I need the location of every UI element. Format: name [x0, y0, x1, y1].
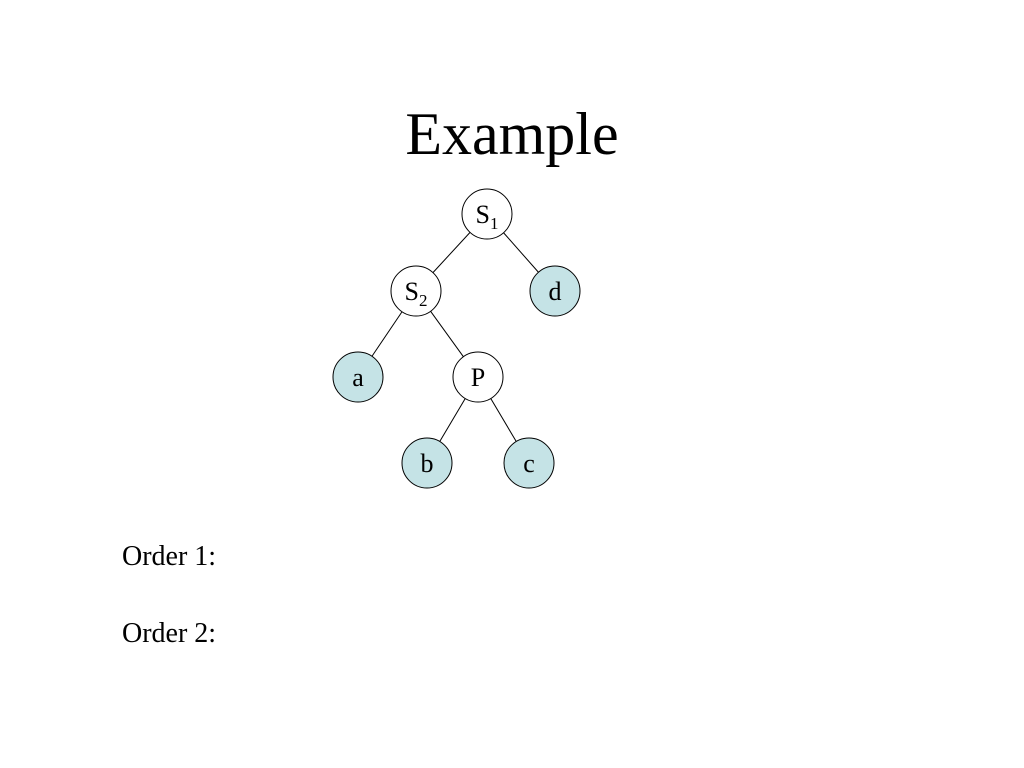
- slide-title: Example: [405, 101, 619, 167]
- edge-s2-p: [430, 310, 464, 358]
- edge-p-c: [490, 398, 517, 442]
- node-s2-subscript: 2: [419, 291, 428, 310]
- node-b-main: b: [421, 449, 434, 478]
- node-s1-subscript: 1: [490, 214, 499, 233]
- node-d-circle: [529, 265, 581, 317]
- tree-edges: [371, 232, 539, 442]
- edge-s1-d: [503, 232, 539, 273]
- node-a-main: a: [352, 363, 364, 392]
- node-s1-main: S: [476, 200, 490, 229]
- node-a: a: [332, 351, 384, 403]
- node-s2-label: S2: [405, 277, 428, 310]
- edge-p-b: [439, 398, 466, 442]
- order-1-label: Order 1:: [122, 541, 217, 572]
- node-c: c: [503, 437, 555, 489]
- node-p-circle: [452, 351, 504, 403]
- node-d-label: d: [549, 277, 562, 306]
- node-c-main: c: [523, 449, 535, 478]
- node-s1-circle: [461, 188, 513, 240]
- node-a-label: a: [352, 363, 364, 392]
- node-s1: S1: [461, 188, 513, 240]
- node-p-main: P: [471, 363, 485, 392]
- node-p: P: [452, 351, 504, 403]
- node-s1-label: S1: [476, 200, 499, 233]
- node-b: b: [401, 437, 453, 489]
- node-b-circle: [401, 437, 453, 489]
- node-p-label: P: [471, 363, 485, 392]
- node-s2-circle: [390, 265, 442, 317]
- edge-s1-s2: [432, 232, 471, 273]
- node-s2-main: S: [405, 277, 419, 306]
- node-a-circle: [332, 351, 384, 403]
- order-2-label: Order 2:: [122, 618, 217, 649]
- node-b-label: b: [421, 449, 434, 478]
- node-c-circle: [503, 437, 555, 489]
- edge-s2-a: [371, 311, 403, 357]
- node-s2: S2: [390, 265, 442, 317]
- node-c-label: c: [523, 449, 535, 478]
- node-d: d: [529, 265, 581, 317]
- node-d-main: d: [549, 277, 562, 306]
